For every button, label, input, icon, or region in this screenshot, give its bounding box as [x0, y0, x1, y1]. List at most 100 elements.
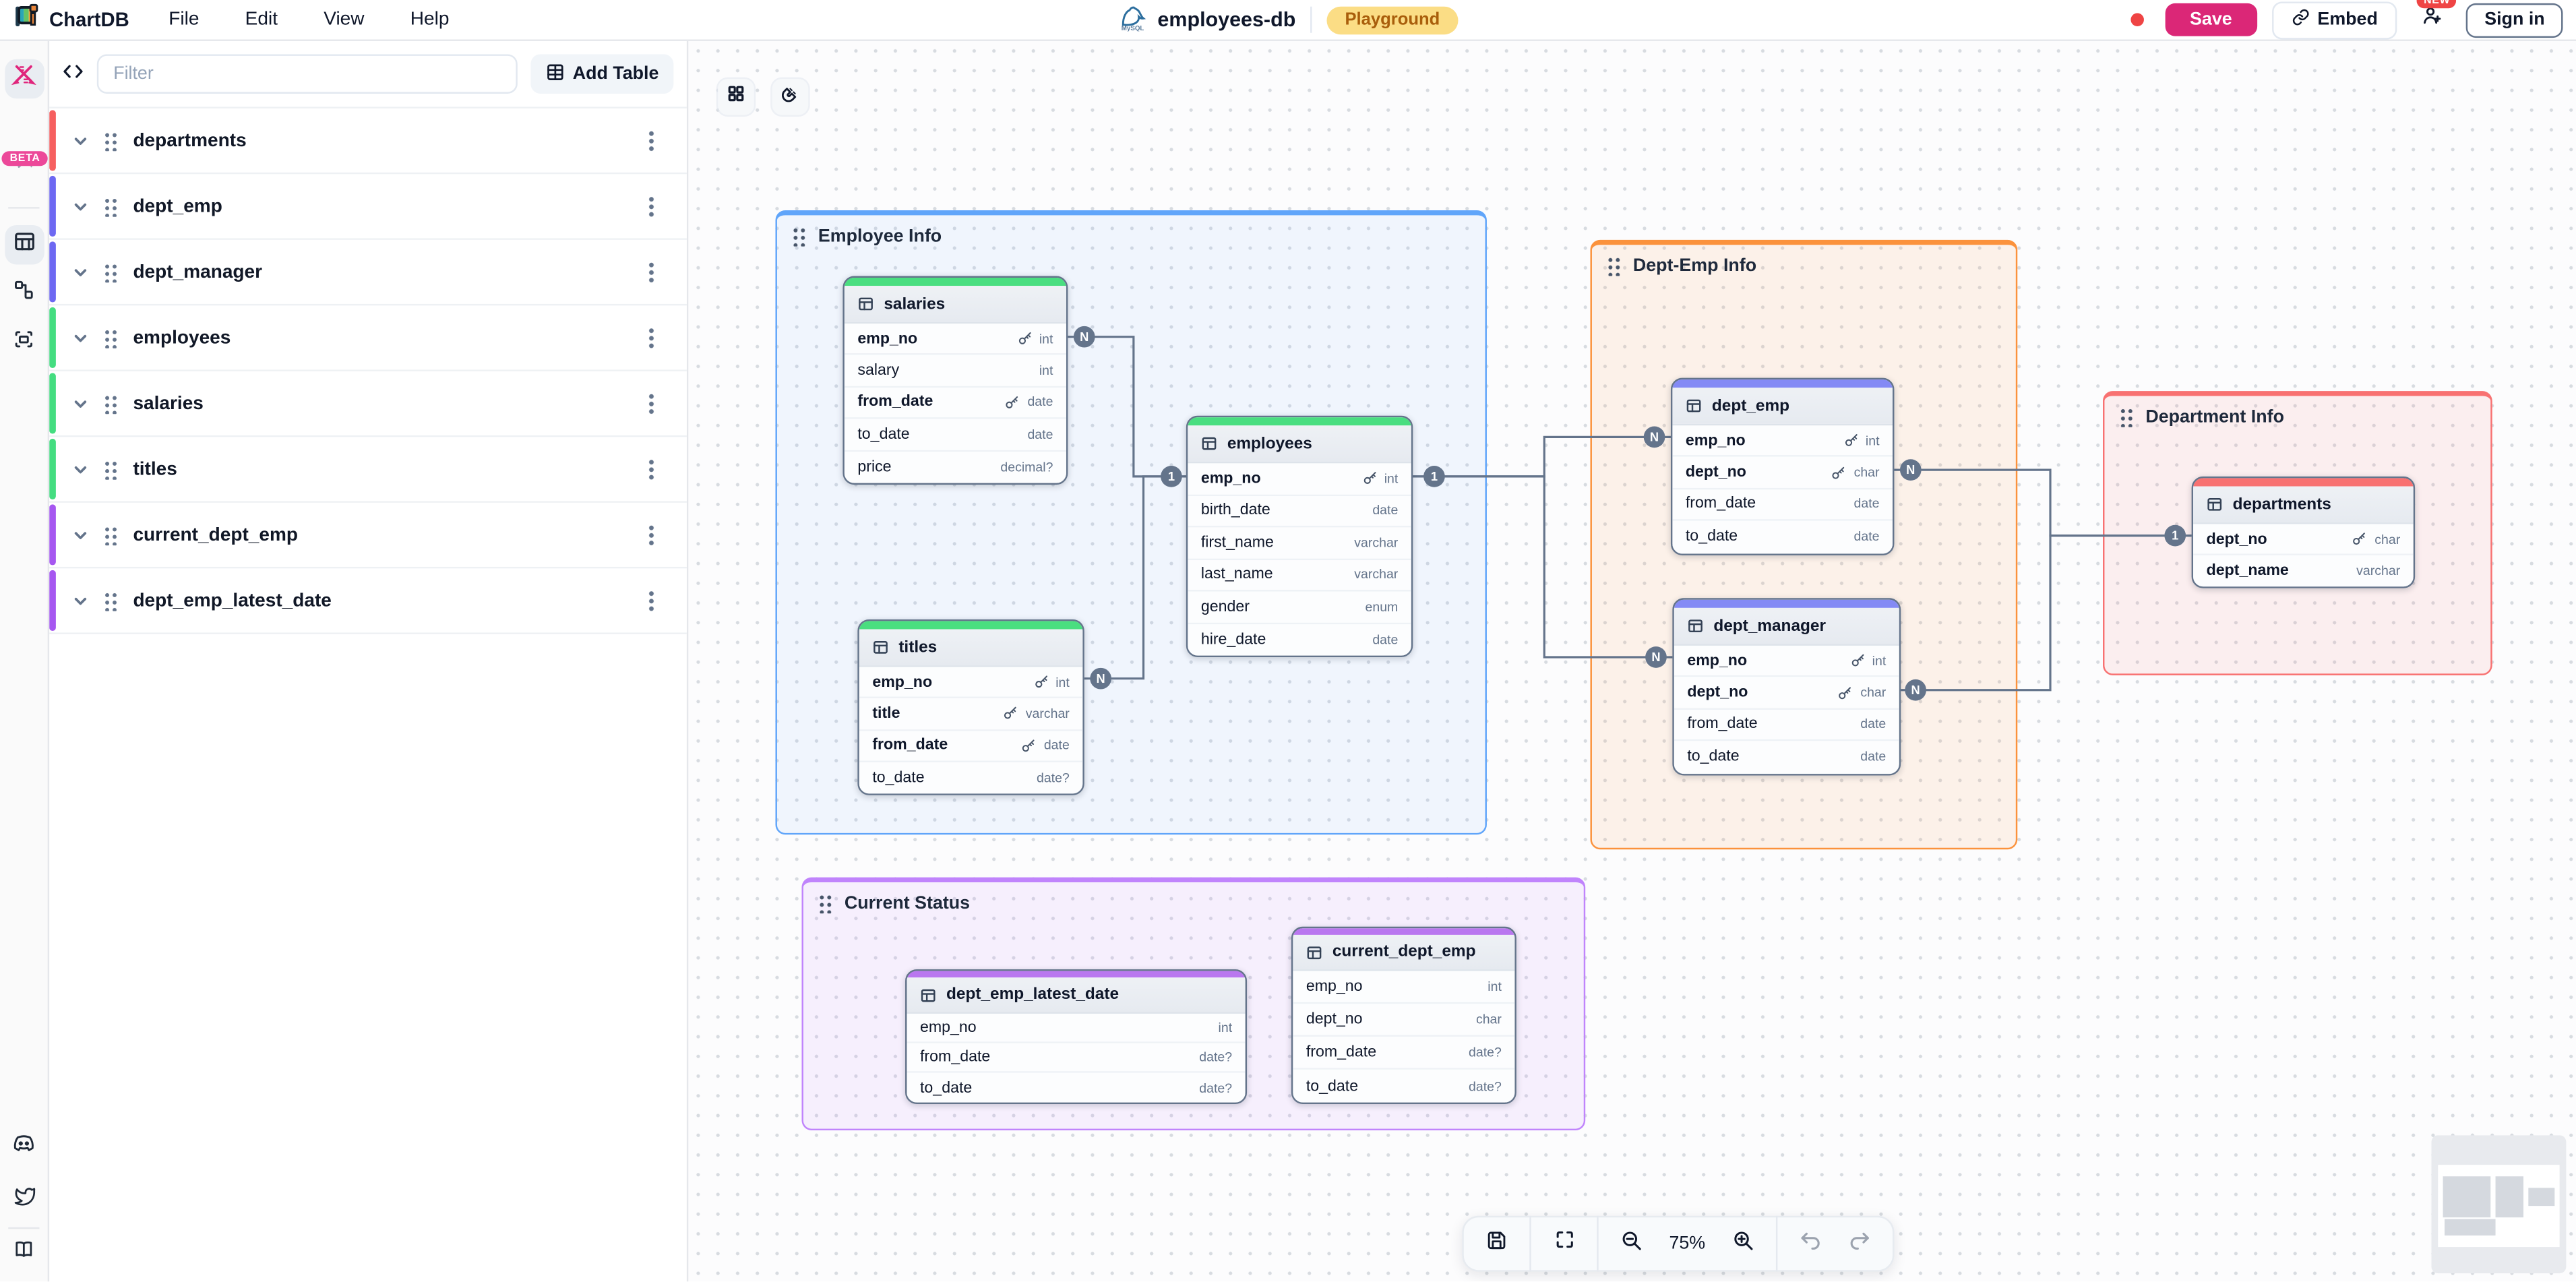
drag-handle[interactable] — [103, 130, 117, 151]
drag-handle[interactable] — [103, 590, 117, 611]
areas-panel-button[interactable] — [4, 324, 44, 363]
sidebar-item-salaries[interactable]: salaries — [49, 371, 687, 437]
drag-handle[interactable] — [103, 196, 117, 216]
kebab-menu-icon[interactable] — [648, 458, 654, 480]
chevron-down-icon[interactable] — [72, 132, 88, 148]
field-row[interactable]: to_date date — [844, 419, 1066, 452]
code-view-icon[interactable] — [63, 59, 84, 89]
tables-panel-button[interactable] — [4, 224, 44, 265]
menu-file[interactable]: File — [168, 9, 200, 30]
field-row[interactable]: dept_no char — [2193, 524, 2414, 555]
undo-button[interactable] — [1794, 1227, 1827, 1260]
drag-handle[interactable] — [2119, 407, 2133, 427]
field-row[interactable]: from_date date — [1672, 489, 1893, 522]
kebab-menu-icon[interactable] — [648, 392, 654, 415]
field-row[interactable]: emp_no int — [1188, 463, 1411, 495]
field-row[interactable]: emp_no int — [1672, 425, 1893, 458]
chevron-down-icon[interactable] — [72, 461, 88, 477]
field-row[interactable]: dept_no char — [1674, 677, 1899, 710]
zoom-out-button[interactable] — [1615, 1227, 1648, 1260]
redo-button[interactable] — [1843, 1227, 1876, 1260]
field-row[interactable]: emp_no int — [859, 667, 1083, 699]
sign-in-button[interactable]: Sign in — [2466, 2, 2563, 37]
invite-user-button[interactable]: NEW — [2412, 0, 2457, 38]
sidebar-item-departments[interactable]: departments — [49, 108, 687, 175]
drag-handle[interactable] — [103, 328, 117, 348]
field-row[interactable]: to_date date? — [1293, 1069, 1515, 1103]
field-row[interactable]: dept_name varchar — [2193, 555, 2414, 587]
chevron-down-icon[interactable] — [72, 330, 88, 346]
sidebar-item-dept-emp[interactable]: dept_emp — [49, 174, 687, 240]
drag-handle[interactable] — [103, 459, 117, 479]
diagram-title[interactable]: MySQL employees-db — [1118, 4, 1295, 35]
field-row[interactable]: gender enum — [1188, 591, 1411, 624]
table-node-dept-emp-latest-date[interactable]: dept_emp_latest_date emp_no int from_dat… — [905, 969, 1248, 1104]
field-row[interactable]: from_date date? — [1293, 1037, 1515, 1070]
menu-edit[interactable]: Edit — [245, 9, 278, 30]
save-diagram-button[interactable] — [1480, 1227, 1513, 1260]
field-row[interactable]: birth_date date — [1188, 495, 1411, 528]
sidebar-item-current-dept-emp[interactable]: current_dept_emp — [49, 502, 687, 569]
field-row[interactable]: first_name varchar — [1188, 527, 1411, 559]
editor-mode-button[interactable] — [4, 59, 44, 99]
chevron-down-icon[interactable] — [72, 526, 88, 543]
zoom-level[interactable]: 75% — [1669, 1233, 1706, 1254]
sidebar-item-employees[interactable]: employees — [49, 305, 687, 371]
save-button[interactable]: Save — [2165, 3, 2257, 36]
drag-handle[interactable] — [103, 262, 117, 282]
field-row[interactable]: price decimal? — [844, 451, 1066, 483]
menu-help[interactable]: Help — [410, 9, 450, 30]
field-row[interactable]: salary int — [844, 355, 1066, 388]
field-row[interactable]: dept_no char — [1293, 1004, 1515, 1037]
field-row[interactable]: to_date date? — [907, 1072, 1246, 1103]
drag-handle[interactable] — [1606, 256, 1620, 276]
field-row[interactable]: to_date date — [1674, 741, 1899, 773]
kebab-menu-icon[interactable] — [648, 195, 654, 217]
field-row[interactable]: from_date date — [844, 387, 1066, 419]
table-node-dept-manager[interactable]: dept_manager emp_no int dept_no char fro… — [1672, 598, 1901, 775]
table-node-departments[interactable]: departments dept_no char dept_name varch… — [2191, 476, 2416, 588]
menu-view[interactable]: View — [324, 9, 365, 30]
table-node-employees[interactable]: employees emp_no int birth_date date fir… — [1186, 415, 1413, 657]
discord-link-button[interactable] — [4, 1127, 44, 1167]
field-row[interactable]: emp_no int — [1293, 971, 1515, 1004]
twitter-link-button[interactable] — [4, 1180, 44, 1219]
field-row[interactable]: to_date date — [1672, 521, 1893, 553]
field-row[interactable]: from_date date? — [907, 1043, 1246, 1073]
table-node-salaries[interactable]: salaries emp_no int salary int from_date… — [842, 276, 1068, 485]
kebab-menu-icon[interactable] — [648, 129, 654, 152]
field-row[interactable]: emp_no int — [907, 1013, 1246, 1043]
sidebar-item-dept-manager[interactable]: dept_manager — [49, 239, 687, 306]
drag-handle[interactable] — [103, 393, 117, 414]
sidebar-item-titles[interactable]: titles — [49, 437, 687, 503]
field-row[interactable]: dept_no char — [1672, 457, 1893, 489]
sidebar-item-dept-emp-latest-date[interactable]: dept_emp_latest_date — [49, 568, 687, 634]
field-row[interactable]: from_date date — [859, 730, 1083, 762]
drag-handle[interactable] — [791, 226, 805, 247]
field-row[interactable]: last_name varchar — [1188, 559, 1411, 592]
kebab-menu-icon[interactable] — [648, 327, 654, 348]
field-row[interactable]: from_date date — [1674, 709, 1899, 741]
kebab-menu-icon[interactable] — [648, 524, 654, 546]
kebab-menu-icon[interactable] — [648, 261, 654, 283]
chevron-down-icon[interactable] — [72, 264, 88, 280]
table-node-current-dept-emp[interactable]: current_dept_emp emp_no int dept_no char… — [1291, 926, 1516, 1104]
field-row[interactable]: title varchar — [859, 698, 1083, 731]
fit-view-button[interactable] — [1547, 1227, 1581, 1260]
filter-input[interactable] — [96, 54, 517, 94]
diagram-canvas[interactable]: Employee Info Dept-Emp Info Department I… — [688, 40, 2576, 1282]
zoom-in-button[interactable] — [1727, 1227, 1760, 1260]
drag-handle[interactable] — [818, 894, 832, 914]
minimap[interactable] — [2431, 1135, 2567, 1274]
chevron-down-icon[interactable] — [72, 592, 88, 609]
field-row[interactable]: hire_date date — [1188, 623, 1411, 656]
table-node-dept-emp[interactable]: dept_emp emp_no int dept_no char from_da… — [1670, 377, 1895, 555]
relationships-panel-button[interactable] — [4, 274, 44, 314]
snap-magnet-button[interactable] — [772, 79, 809, 115]
drag-handle[interactable] — [103, 524, 117, 545]
table-node-titles[interactable]: titles emp_no int title varchar from_dat… — [857, 619, 1084, 796]
docs-button[interactable] — [4, 1234, 44, 1274]
field-row[interactable]: to_date date? — [859, 762, 1083, 794]
embed-button[interactable]: Embed — [2271, 1, 2398, 39]
field-row[interactable]: emp_no int — [844, 324, 1066, 356]
